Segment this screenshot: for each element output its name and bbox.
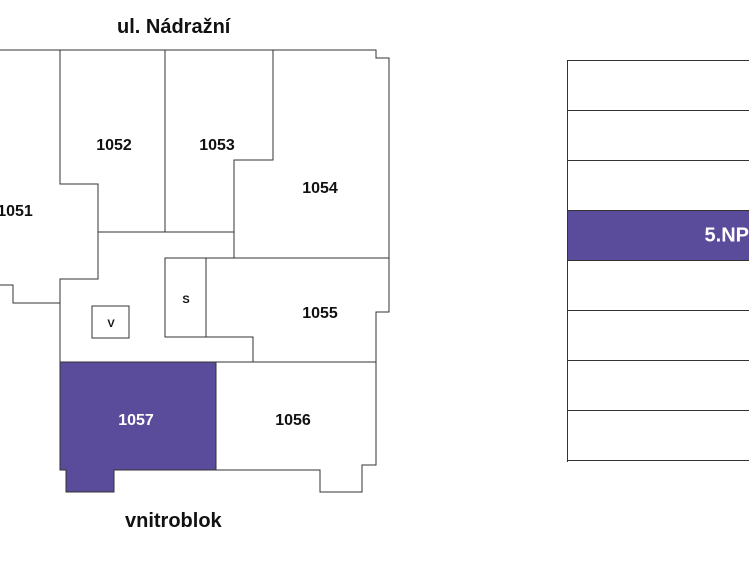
elevator-outline (91, 305, 130, 339)
floor-row[interactable] (568, 361, 749, 411)
street-label-top: ul. Nádražní (117, 16, 231, 38)
stairs-label: S (182, 294, 189, 306)
unit-1054-outline (233, 49, 390, 259)
unit-1055-outline (205, 257, 390, 363)
unit-1056-label: 1056 (275, 412, 311, 429)
unit-1051-label: 1051 (0, 203, 33, 220)
corridor-outline (59, 231, 254, 363)
unit-1057-label: 1057 (118, 412, 154, 429)
floor-plan: 1051 1052 1053 1054 1055 1056 1057 S V (0, 49, 390, 493)
unit-1053-label: 1053 (199, 137, 235, 154)
floor-row[interactable] (568, 161, 749, 211)
unit-1054-label: 1054 (302, 180, 338, 197)
floor-row[interactable] (568, 311, 749, 361)
unit-1055-label: 1055 (302, 305, 338, 322)
elevator-label: V (107, 318, 115, 330)
floor-selector: 5.NP (567, 60, 749, 462)
street-label-bottom: vnitroblok (125, 510, 222, 532)
unit-1051-outline (0, 49, 99, 304)
floor-row[interactable] (568, 111, 749, 161)
unit-1056-outline (215, 361, 377, 493)
unit-1052-label: 1052 (96, 137, 132, 154)
floor-row-active[interactable]: 5.NP (568, 211, 749, 261)
floor-row[interactable] (568, 61, 749, 111)
unit-1057-fill (59, 361, 217, 493)
floor-row[interactable] (568, 261, 749, 311)
floor-row[interactable] (568, 411, 749, 461)
active-floor-label: 5.NP (704, 224, 749, 246)
